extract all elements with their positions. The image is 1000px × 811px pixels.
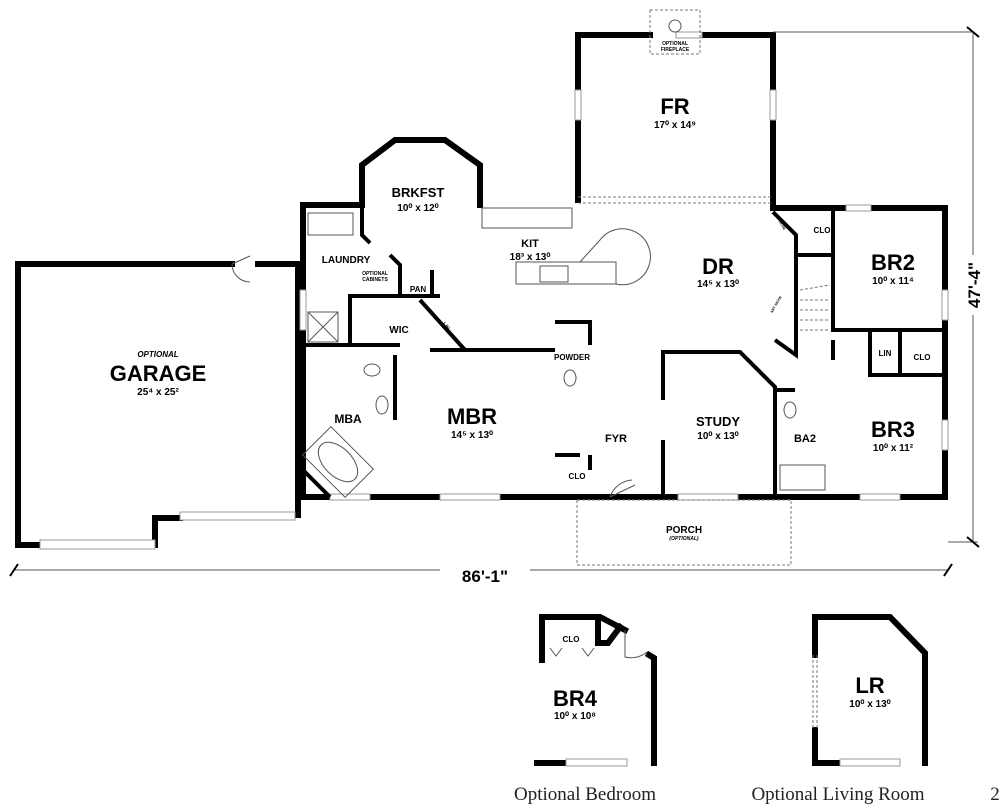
fireplace-label: OPTIONAL	[662, 41, 688, 47]
br3-label: BR3	[871, 417, 915, 442]
optional-bedroom-caption: Optional Bedroom	[514, 784, 656, 805]
br4-clo-label: CLO	[563, 635, 580, 644]
br2-label: BR2	[871, 250, 915, 275]
brkfst-dim: 10⁰ x 12⁰	[397, 203, 438, 214]
page-number: 2	[990, 784, 1000, 805]
fr-label: FR	[660, 94, 689, 119]
niche-label-2: ART NICHE	[770, 295, 783, 314]
dr-label: DR	[702, 254, 734, 279]
optional-cabinets-label-2: CABINETS	[362, 277, 388, 283]
mbr-label: MBR	[447, 404, 497, 429]
ba2-label: BA2	[794, 433, 816, 445]
kit-label: KIT	[521, 238, 539, 250]
pan-label: PAN	[410, 285, 427, 294]
mbr-dim: 14⁵ x 13⁰	[451, 430, 493, 441]
optional-cabinets-label: OPTIONAL	[362, 271, 388, 277]
study-dim: 10⁰ x 13⁰	[697, 431, 738, 442]
porch-note: (OPTIONAL)	[669, 536, 698, 542]
optional-bedroom-plan: CLO BR4 10⁰ x 10⁸	[534, 614, 657, 767]
width-dimension: 86'-1"	[462, 567, 508, 586]
optional-living-room-caption: Optional Living Room	[751, 784, 924, 805]
fyr-clo-label: CLO	[569, 472, 586, 481]
mba-label: MBA	[334, 412, 362, 426]
br4-label: BR4	[553, 686, 598, 711]
lin-label-2: LIN	[879, 349, 892, 358]
lr-dim: 10⁰ x 13⁰	[849, 699, 890, 710]
wic-label: WIC	[389, 325, 408, 336]
kit-dim: 18³ x 13⁰	[510, 252, 551, 263]
br3-clo-label: CLO	[914, 353, 931, 362]
porch-label: PORCH	[666, 525, 702, 536]
brkfst-label: BRKFST	[392, 185, 445, 200]
study-label: STUDY	[696, 414, 740, 429]
garage-note: OPTIONAL	[137, 350, 178, 359]
garage-walls	[15, 255, 301, 550]
room-labels: OPTIONAL GARAGE 25⁴ x 25² LAUNDRY OPTION…	[110, 41, 931, 542]
br4-dim: 10⁰ x 10⁸	[554, 711, 596, 722]
depth-dimension: 47'-4"	[965, 262, 984, 308]
br3-dim: 10⁰ x 11²	[873, 443, 914, 454]
lr-label: LR	[855, 673, 884, 698]
garage-label: GARAGE	[110, 361, 207, 386]
powder-label: POWDER	[554, 353, 590, 362]
fireplace-label-2: FIREPLACE	[661, 47, 690, 53]
house-walls	[299, 9, 949, 501]
dr-dim: 14⁵ x 13⁰	[697, 279, 739, 290]
br2-clo-label: CLO	[814, 226, 831, 235]
fyr-label: FYR	[605, 433, 627, 445]
optional-living-room-plan: LR 10⁰ x 13⁰	[812, 614, 928, 767]
garage-dim: 25⁴ x 25²	[137, 387, 179, 398]
lin-label-1: LIN	[441, 321, 451, 331]
laundry-label: LAUNDRY	[322, 255, 371, 266]
interior-walls	[301, 205, 945, 566]
br2-dim: 10⁰ x 11⁴	[872, 276, 914, 287]
fr-dim: 17⁰ x 14⁹	[654, 120, 696, 131]
